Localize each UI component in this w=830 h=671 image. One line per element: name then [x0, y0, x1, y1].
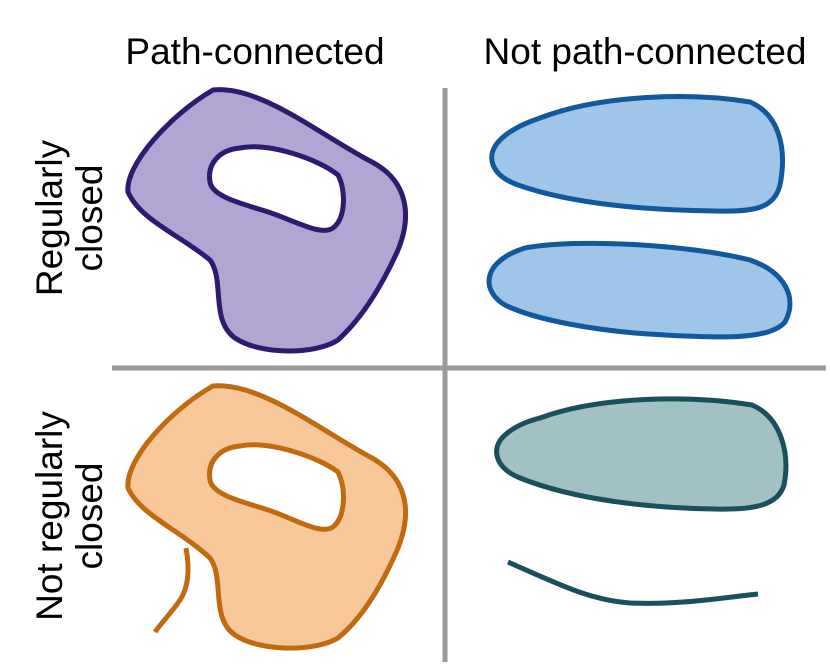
- teal-blob: [494, 396, 789, 512]
- row-header-regularly-closed: Regularly closed: [29, 139, 110, 296]
- row-header-bottom-line-1: Not regularly: [29, 411, 70, 621]
- row-header-top-line-2: closed: [69, 165, 110, 272]
- column-header-path-connected: Path-connected: [125, 31, 384, 72]
- teal-separate-curve: [506, 559, 759, 606]
- blue-blob-lower: [486, 240, 793, 340]
- orange-dangling-curve: [152, 547, 191, 634]
- orange-annulus-shape: [125, 383, 408, 651]
- blue-blob-upper: [489, 94, 785, 214]
- row-header-top-line-1: Regularly: [29, 139, 70, 296]
- column-header-not-path-connected: Not path-connected: [484, 31, 807, 72]
- row-header-not-regularly-closed: Not regularly closed: [29, 411, 110, 621]
- purple-annulus-shape: [125, 87, 408, 354]
- row-header-bottom-line-2: closed: [69, 463, 110, 570]
